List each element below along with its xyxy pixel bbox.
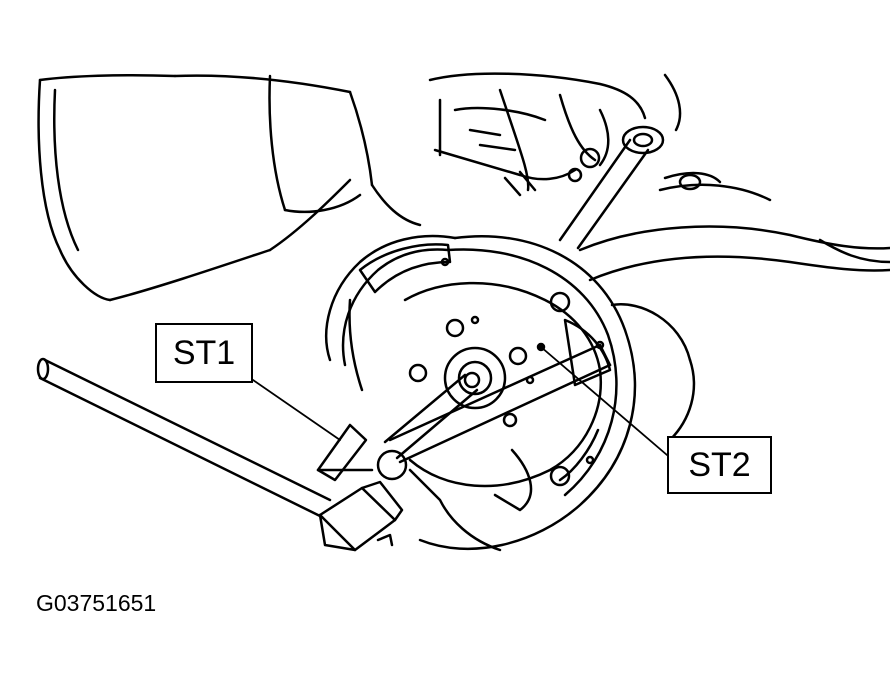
slide-hammer-shaft [36,357,479,552]
figure-id: G03751651 [36,590,157,616]
st2-leader [540,346,668,456]
callout-leader-lines [252,346,668,456]
suspension-knuckle [268,72,647,227]
tire-outline [37,73,352,302]
st1-leader [252,379,341,441]
callout-st2-label: ST2 [688,446,751,484]
brake-shoes [348,243,612,482]
drive-shaft [558,73,682,250]
brake-backing-plate [325,234,637,551]
callout-st1-label: ST1 [172,334,236,372]
lower-control-arm [578,171,890,442]
callout-st1: ST1 [155,323,253,383]
tool-st1-bracket [316,423,374,482]
callout-st2: ST2 [667,436,772,494]
tool-st2-bar [388,343,612,552]
